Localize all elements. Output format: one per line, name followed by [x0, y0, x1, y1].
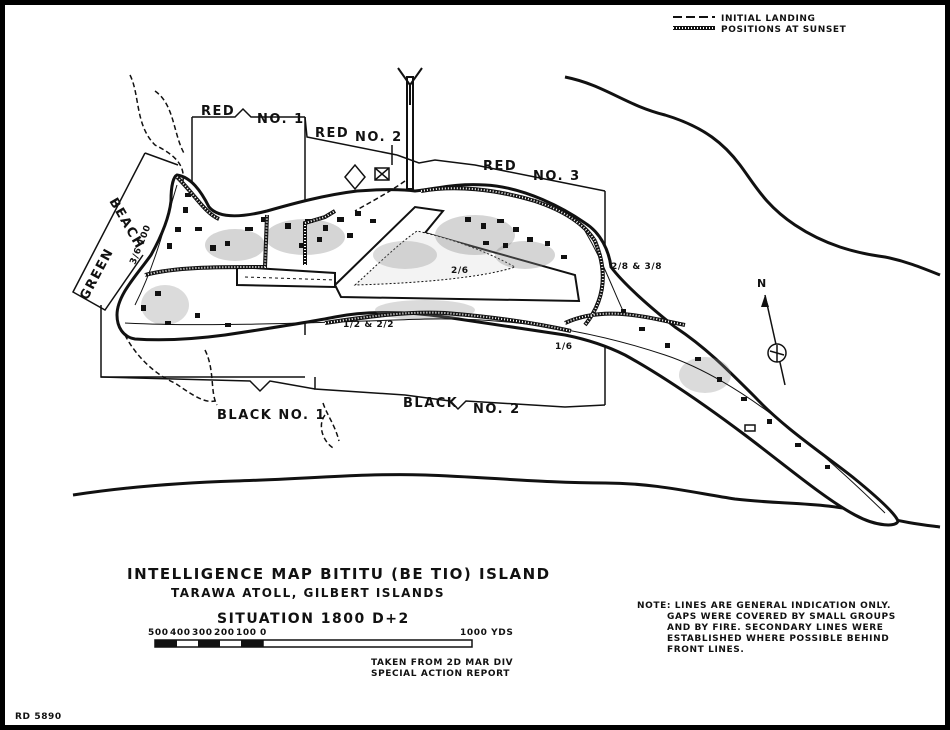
initial-landing-lines: [124, 74, 406, 450]
buildings: [141, 193, 830, 469]
scale-bar: [154, 639, 473, 648]
legend-sunset-positions: POSITIONS AT SUNSET: [721, 25, 847, 35]
map-sheet: INITIAL LANDING POSITIONS AT SUNSET: [5, 5, 945, 725]
note-line-1: NOTE: LINES ARE GENERAL INDICATION ONLY.: [637, 601, 891, 611]
scale-tick-500: 500: [148, 628, 169, 638]
note-line-2: GAPS WERE COVERED BY SMALL GROUPS: [667, 612, 896, 622]
regiment-box-icon: [374, 167, 390, 181]
scale-tick-200: 200: [214, 628, 235, 638]
north-label: N: [757, 277, 766, 290]
scale-end-label: 1000 YDS: [460, 628, 513, 638]
island-outline: [115, 173, 900, 527]
legend: INITIAL LANDING POSITIONS AT SUNSET: [673, 14, 847, 35]
beach-black-2-label: BLACK: [403, 396, 458, 411]
note-line-4: ESTABLISHED WHERE POSSIBLE BEHIND: [667, 634, 889, 644]
unit-label-2-8-3-8: 2/8 & 3/8: [611, 262, 662, 272]
beach-red-1-label: RED: [201, 104, 235, 119]
unit-label-1-6: 1/6: [555, 342, 573, 352]
beach-red-2-number: NO. 2: [355, 130, 403, 145]
unit-symbols: [344, 163, 390, 191]
marine-emblem-icon: [767, 343, 787, 363]
beach-red-3-label: RED: [483, 159, 517, 174]
source-line-2: SPECIAL ACTION REPORT: [371, 669, 510, 679]
map-subtitle: TARAWA ATOLL, GILBERT ISLANDS: [171, 586, 445, 600]
map-canvas: INITIAL LANDING POSITIONS AT SUNSET: [15, 14, 941, 722]
scale-tick-0: 0: [260, 628, 267, 638]
beach-black-2-number: NO. 2: [473, 402, 521, 417]
north-arrow: N: [757, 277, 786, 386]
reef-line-north: [564, 75, 941, 277]
scale-tick-100: 100: [236, 628, 257, 638]
scale-tick-400: 400: [170, 628, 191, 638]
unit-label-2-6: 2/6: [451, 266, 469, 276]
legend-initial-landing: INITIAL LANDING: [721, 14, 816, 24]
reference-number: RD 5890: [15, 712, 62, 722]
scale-tick-300: 300: [192, 628, 213, 638]
note-line-5: FRONT LINES.: [667, 645, 744, 655]
beach-sectors: [72, 107, 606, 411]
beach-black-1-label: BLACK NO. 1: [217, 408, 326, 423]
pier: [397, 67, 423, 190]
map-situation: SITUATION 1800 D+2: [217, 611, 410, 627]
battalion-diamond-icon: [344, 163, 366, 191]
unit-label-1-2-2-2: 1/2 & 2/2: [343, 320, 394, 330]
beach-red-3-number: NO. 3: [533, 169, 581, 184]
map-title: INTELLIGENCE MAP BITITU (BE TIO) ISLAND: [127, 565, 551, 583]
beach-red-2-label: RED: [315, 126, 349, 141]
sunset-position-lines: [144, 175, 686, 333]
beach-red-1-number: NO. 1: [257, 112, 305, 127]
source-line-1: TAKEN FROM 2D MAR DIV: [371, 658, 513, 668]
beach-green-label: GREEN: [77, 246, 117, 303]
note-line-3: AND BY FIRE. SECONDARY LINES WERE: [667, 623, 884, 633]
airstrip: [236, 205, 581, 303]
